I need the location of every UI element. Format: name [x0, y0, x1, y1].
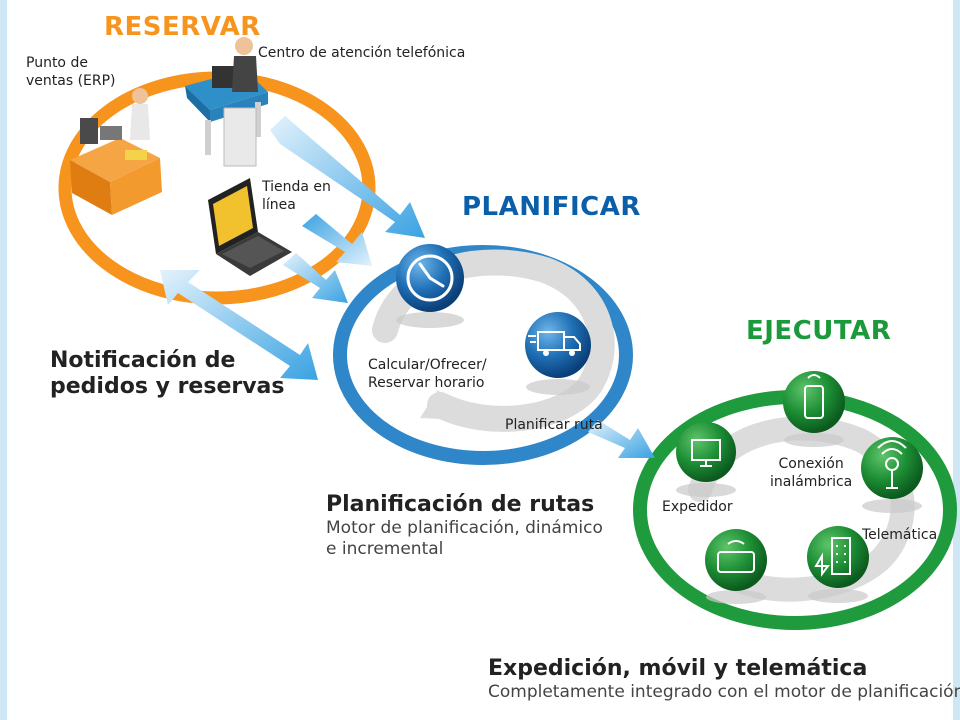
- call-center-label: Centro de atención telefónica: [258, 45, 466, 61]
- telematics-label: Telemática: [862, 527, 938, 543]
- cash-register-icon: [70, 88, 162, 215]
- pos-label-line1: Punto de: [26, 55, 88, 71]
- execution-caption-line1: Completamente integrado con el motor de …: [488, 682, 960, 702]
- notification-line1: Notificación de: [50, 348, 236, 373]
- mobile-device-icon: [705, 529, 767, 604]
- planning-caption: Planificación de rutas Motor de planific…: [326, 492, 603, 560]
- arrow-plan-to-ejecutar: [588, 420, 655, 458]
- arrow-online-to-plan: [283, 253, 348, 303]
- online-store-label: Tienda en línea: [262, 178, 331, 214]
- arrow-callcenter-to-plan: [270, 116, 425, 238]
- building-icon: [807, 526, 869, 603]
- reservar-title: RESERVAR: [104, 12, 261, 42]
- monitor-icon: [676, 422, 736, 497]
- online-store-label-line2: línea: [262, 197, 296, 213]
- notification-caption: Notificación de pedidos y reservas: [50, 348, 285, 400]
- wireless-label-line1: Conexión: [778, 456, 844, 472]
- notification-line2: pedidos y reservas: [50, 374, 285, 399]
- online-store-label-line1: Tienda en: [262, 179, 331, 195]
- planificar-title: PLANIFICAR: [462, 192, 641, 222]
- frame-right-edge: [953, 0, 960, 720]
- wireless-label: Conexión inalámbrica: [770, 455, 852, 491]
- pos-label-line2: ventas (ERP): [26, 73, 116, 89]
- arrow-plan-to-online: [302, 214, 372, 266]
- wireless-label-line2: inalámbrica: [770, 474, 853, 490]
- ejecutar-title: EJECUTAR: [746, 316, 892, 346]
- telematics-icon: [861, 437, 923, 513]
- smartphone-icon: [783, 371, 845, 447]
- pos-label: Punto de ventas (ERP): [26, 54, 116, 90]
- plan-route-label: Planificar ruta: [505, 417, 603, 433]
- calc-offer-label: Calcular/Ofrecer/ Reservar horario: [368, 356, 487, 392]
- laptop-icon: [208, 178, 292, 276]
- planificar-lane-arrow: [420, 390, 462, 420]
- calc-offer-line1: Calcular/Ofrecer/: [368, 357, 487, 373]
- call-center-agent-icon: [185, 37, 268, 167]
- planning-caption-line2: e incremental: [326, 539, 444, 559]
- clock-icon: [396, 244, 464, 328]
- planning-caption-line1: Motor de planificación, dinámico: [326, 518, 603, 538]
- execution-caption-title: Expedición, móvil y telemática: [488, 656, 868, 681]
- truck-icon: [525, 312, 591, 395]
- arrow-notification: [160, 270, 318, 380]
- execution-caption: Expedición, móvil y telemática Completam…: [488, 656, 960, 703]
- flow-arrows: [160, 116, 655, 458]
- frame-left-edge: [0, 0, 7, 720]
- dispatcher-label: Expedidor: [662, 499, 733, 515]
- planning-caption-title: Planificación de rutas: [326, 492, 595, 517]
- calc-offer-line2: Reservar horario: [368, 375, 485, 391]
